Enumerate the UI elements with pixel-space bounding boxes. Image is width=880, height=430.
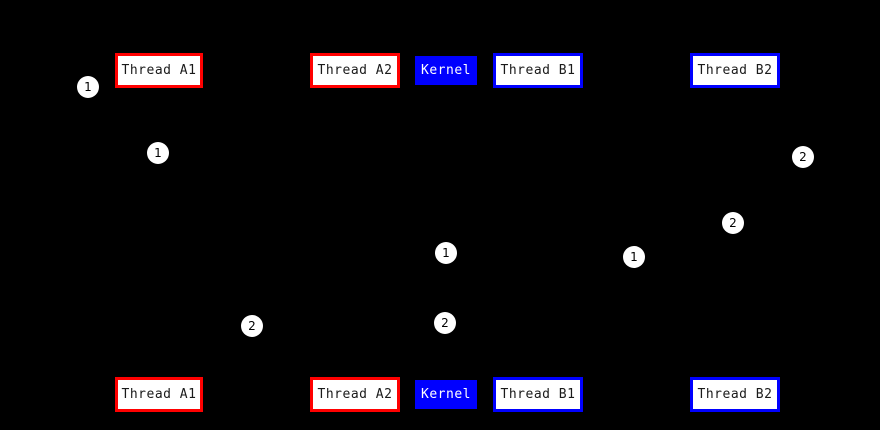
participant-thread-b2-bottom[interactable]: Thread B2 [690, 377, 780, 412]
message-arrow-4 [355, 323, 446, 324]
participant-label: Thread B1 [500, 387, 576, 402]
sequence-badge: 1 [623, 246, 645, 268]
sequence-badge: 1 [435, 242, 457, 264]
participant-thread-b2-top[interactable]: Thread B2 [690, 53, 780, 88]
sequence-badge: 2 [434, 312, 456, 334]
participant-thread-a1-bottom[interactable]: Thread A1 [115, 377, 203, 412]
participant-kernel-top[interactable]: Kernel [415, 56, 477, 85]
sequence-badge: 1 [147, 142, 169, 164]
sequence-badge-number: 2 [799, 150, 807, 164]
participant-thread-b1-bottom[interactable]: Thread B1 [493, 377, 583, 412]
participant-label: Thread B2 [697, 387, 773, 402]
participant-thread-a2-top[interactable]: Thread A2 [310, 53, 400, 88]
participant-label: Thread A1 [121, 63, 197, 78]
lifeline-thread-a2 [355, 88, 356, 377]
sequence-badge-number: 1 [154, 146, 162, 160]
lifeline-thread-b1 [538, 88, 539, 377]
participant-thread-a1-top[interactable]: Thread A1 [115, 53, 203, 88]
participant-label: Kernel [421, 387, 471, 402]
sequence-badge: 1 [77, 76, 99, 98]
lifeline-thread-a1 [159, 88, 160, 377]
participant-label: Thread B2 [697, 63, 773, 78]
participant-thread-b1-top[interactable]: Thread B1 [493, 53, 583, 88]
message-arrow-1 [159, 153, 355, 154]
sequence-badge-number: 2 [729, 216, 737, 230]
participant-thread-a2-bottom[interactable]: Thread A2 [310, 377, 400, 412]
message-arrow-3 [446, 253, 538, 254]
lifeline-kernel [446, 88, 447, 377]
participant-kernel-bottom[interactable]: Kernel [415, 380, 477, 409]
participant-label: Kernel [421, 63, 471, 78]
message-arrow-2 [538, 157, 735, 158]
sequence-badge-number: 2 [441, 316, 449, 330]
sequence-badge-number: 1 [630, 250, 638, 264]
participant-label: Thread A1 [121, 387, 197, 402]
sequence-badge: 2 [722, 212, 744, 234]
sequence-badge-number: 1 [442, 246, 450, 260]
sequence-badge: 2 [241, 315, 263, 337]
participant-label: Thread A2 [317, 387, 393, 402]
sequence-badge: 2 [792, 146, 814, 168]
participant-label: Thread A2 [317, 63, 393, 78]
participant-label: Thread B1 [500, 63, 576, 78]
sequence-badge-number: 1 [84, 80, 92, 94]
sequence-badge-number: 2 [248, 319, 256, 333]
